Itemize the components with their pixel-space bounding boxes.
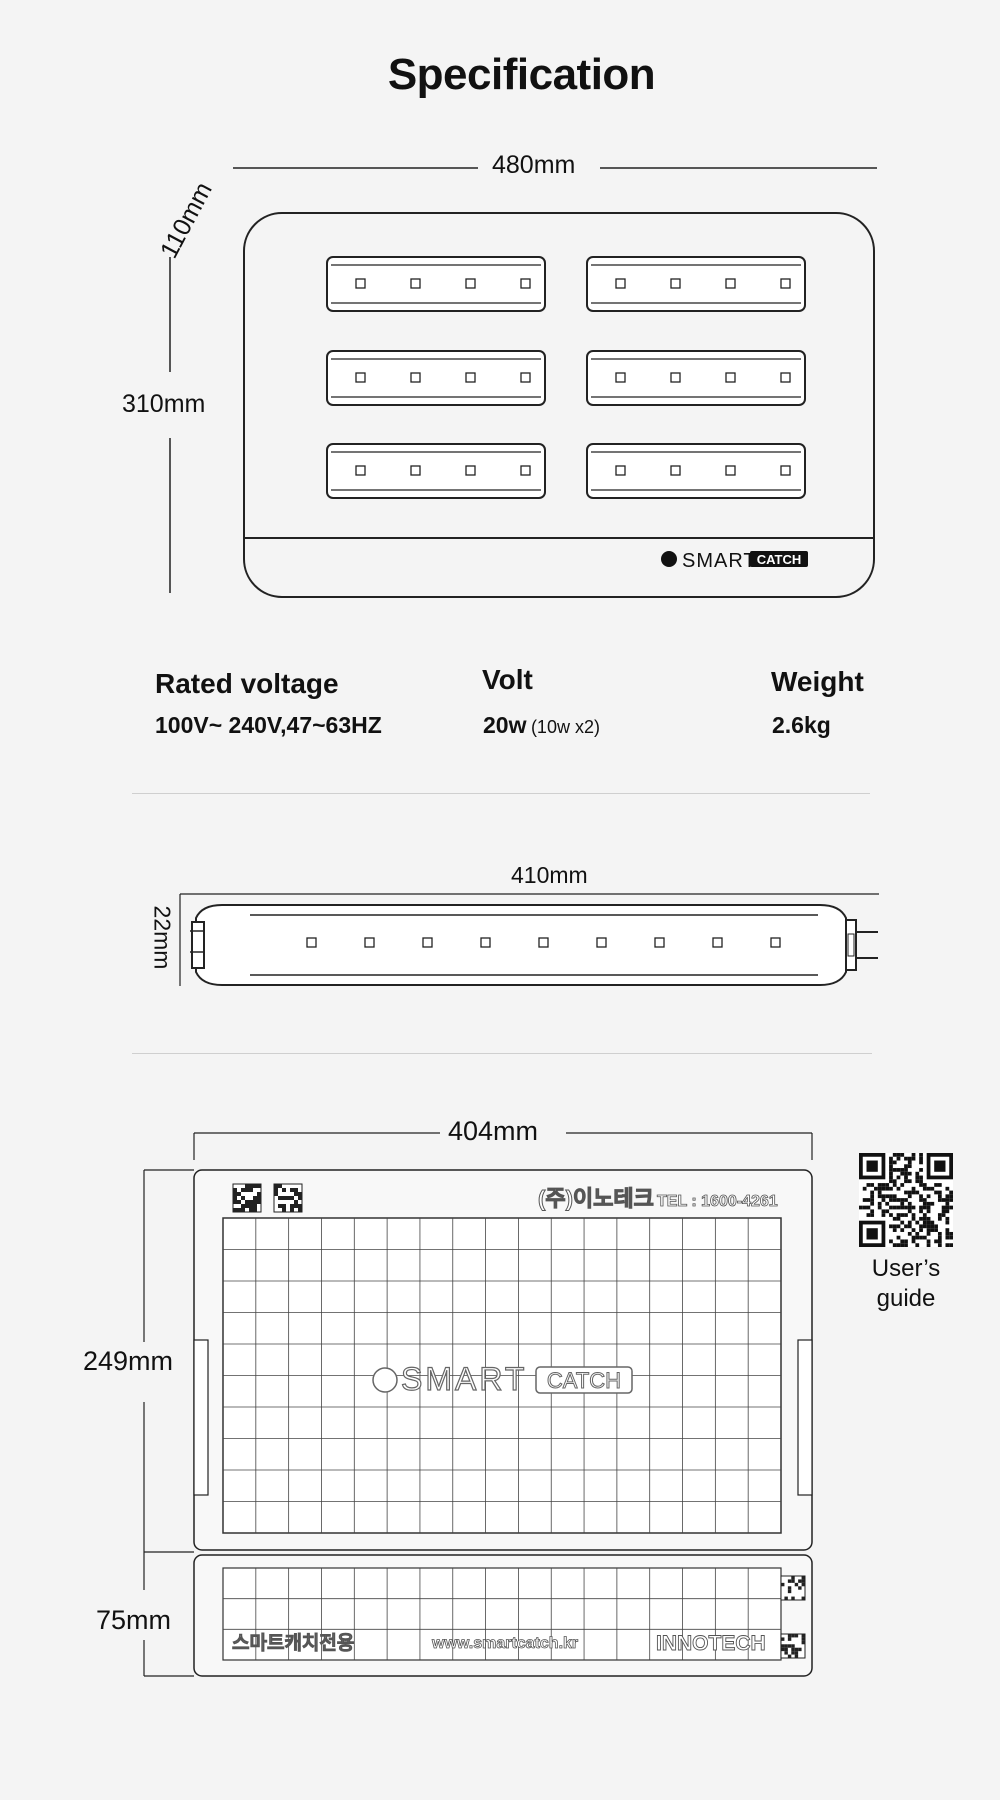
- board-diagram: (주)이노테크 TEL : 1600-4261 SMART CATCH 스마트캐…: [143, 1132, 813, 1677]
- spec-value-weight: 2.6kg: [772, 712, 831, 738]
- device-lamp-module: [586, 350, 806, 406]
- spec-label-volt: Volt: [482, 664, 533, 695]
- spec-value-volt-wrap: 20w (10w x2): [483, 712, 600, 739]
- led-dot: [670, 372, 681, 383]
- device-lamp-module: [586, 443, 806, 499]
- lamp-led-dot: [480, 937, 491, 948]
- led-dot: [670, 465, 681, 476]
- lamp-thickness-label: 22mm: [149, 905, 176, 970]
- board-small-qr: [780, 1575, 806, 1601]
- device-diagram: SMART CATCH: [169, 167, 877, 598]
- board-brand-right: CATCH: [547, 1368, 621, 1393]
- spec-value-volt: 20w: [483, 712, 527, 738]
- board-small-qr: [232, 1183, 262, 1213]
- divider-1: [132, 793, 870, 794]
- page-title: Specification: [387, 50, 656, 99]
- led-dot: [410, 465, 421, 476]
- lamp-led-dot: [596, 937, 607, 948]
- lamp-led-dot: [770, 937, 781, 948]
- board-width-label: 404mm: [448, 1116, 539, 1146]
- lamp-length-label: 410mm: [511, 862, 588, 888]
- lamp-led-dot: [654, 937, 665, 948]
- device-width-label: 480mm: [492, 151, 576, 179]
- device-brand-left: SMART: [682, 550, 757, 572]
- qr-code-icon[interactable]: [859, 1153, 953, 1247]
- led-dot: [725, 465, 736, 476]
- board-strip-label: 75mm: [96, 1605, 172, 1635]
- device-lamp-module: [326, 256, 546, 312]
- led-dot: [465, 372, 476, 383]
- led-dot: [725, 372, 736, 383]
- device-lamp-module: [326, 443, 546, 499]
- qr-label: User’s guide: [849, 1254, 963, 1314]
- led-dot: [615, 278, 626, 289]
- led-dot: [520, 278, 531, 289]
- board-bottom-right-text: INNOTECH: [656, 1632, 766, 1655]
- spec-label-voltage: Rated voltage: [155, 668, 339, 699]
- led-dot: [725, 278, 736, 289]
- board-height-label: 249mm: [83, 1346, 174, 1376]
- board-company-text: (주)이노테크: [538, 1186, 654, 1211]
- device-lamp-module: [326, 350, 546, 406]
- lamp-diagram: [179, 893, 879, 986]
- lamp-led-dot: [712, 937, 723, 948]
- spec-note-volt: (10w x2): [530, 717, 600, 737]
- lamp-led-dot: [422, 937, 433, 948]
- board-small-qr: [273, 1183, 303, 1213]
- board-bottom-left-text: 스마트캐치전용: [232, 1632, 354, 1654]
- board-brand-left: SMART: [401, 1361, 527, 1397]
- board-bottom-center-text: www.smartcatch.kr: [431, 1635, 578, 1652]
- led-dot: [780, 465, 791, 476]
- led-dot: [410, 278, 421, 289]
- led-dot: [355, 278, 366, 289]
- device-lamp-module: [586, 256, 806, 312]
- led-dot: [780, 372, 791, 383]
- led-dot: [615, 372, 626, 383]
- led-dot: [465, 278, 476, 289]
- led-dot: [520, 465, 531, 476]
- led-dot: [615, 465, 626, 476]
- led-dot: [355, 372, 366, 383]
- board-tel-text: TEL : 1600-4261: [657, 1193, 778, 1210]
- divider-2: [132, 1053, 872, 1054]
- lamp-led-dot: [364, 937, 375, 948]
- led-dot: [355, 465, 366, 476]
- led-dot: [465, 465, 476, 476]
- led-dot: [670, 278, 681, 289]
- device-height-label: 310mm: [122, 390, 206, 418]
- lamp-led-dot: [538, 937, 549, 948]
- device-brand-right: CATCH: [757, 552, 802, 567]
- led-dot: [780, 278, 791, 289]
- board-small-qr: [780, 1633, 806, 1659]
- qr-label-line1: User’s: [871, 1255, 941, 1282]
- led-dot: [520, 372, 531, 383]
- led-dot: [410, 372, 421, 383]
- spec-value-voltage: 100V~ 240V,47~63HZ: [155, 712, 382, 738]
- spec-label-weight: Weight: [771, 666, 864, 697]
- qr-label-line2: guide: [876, 1285, 936, 1312]
- lamp-led-dot: [306, 937, 317, 948]
